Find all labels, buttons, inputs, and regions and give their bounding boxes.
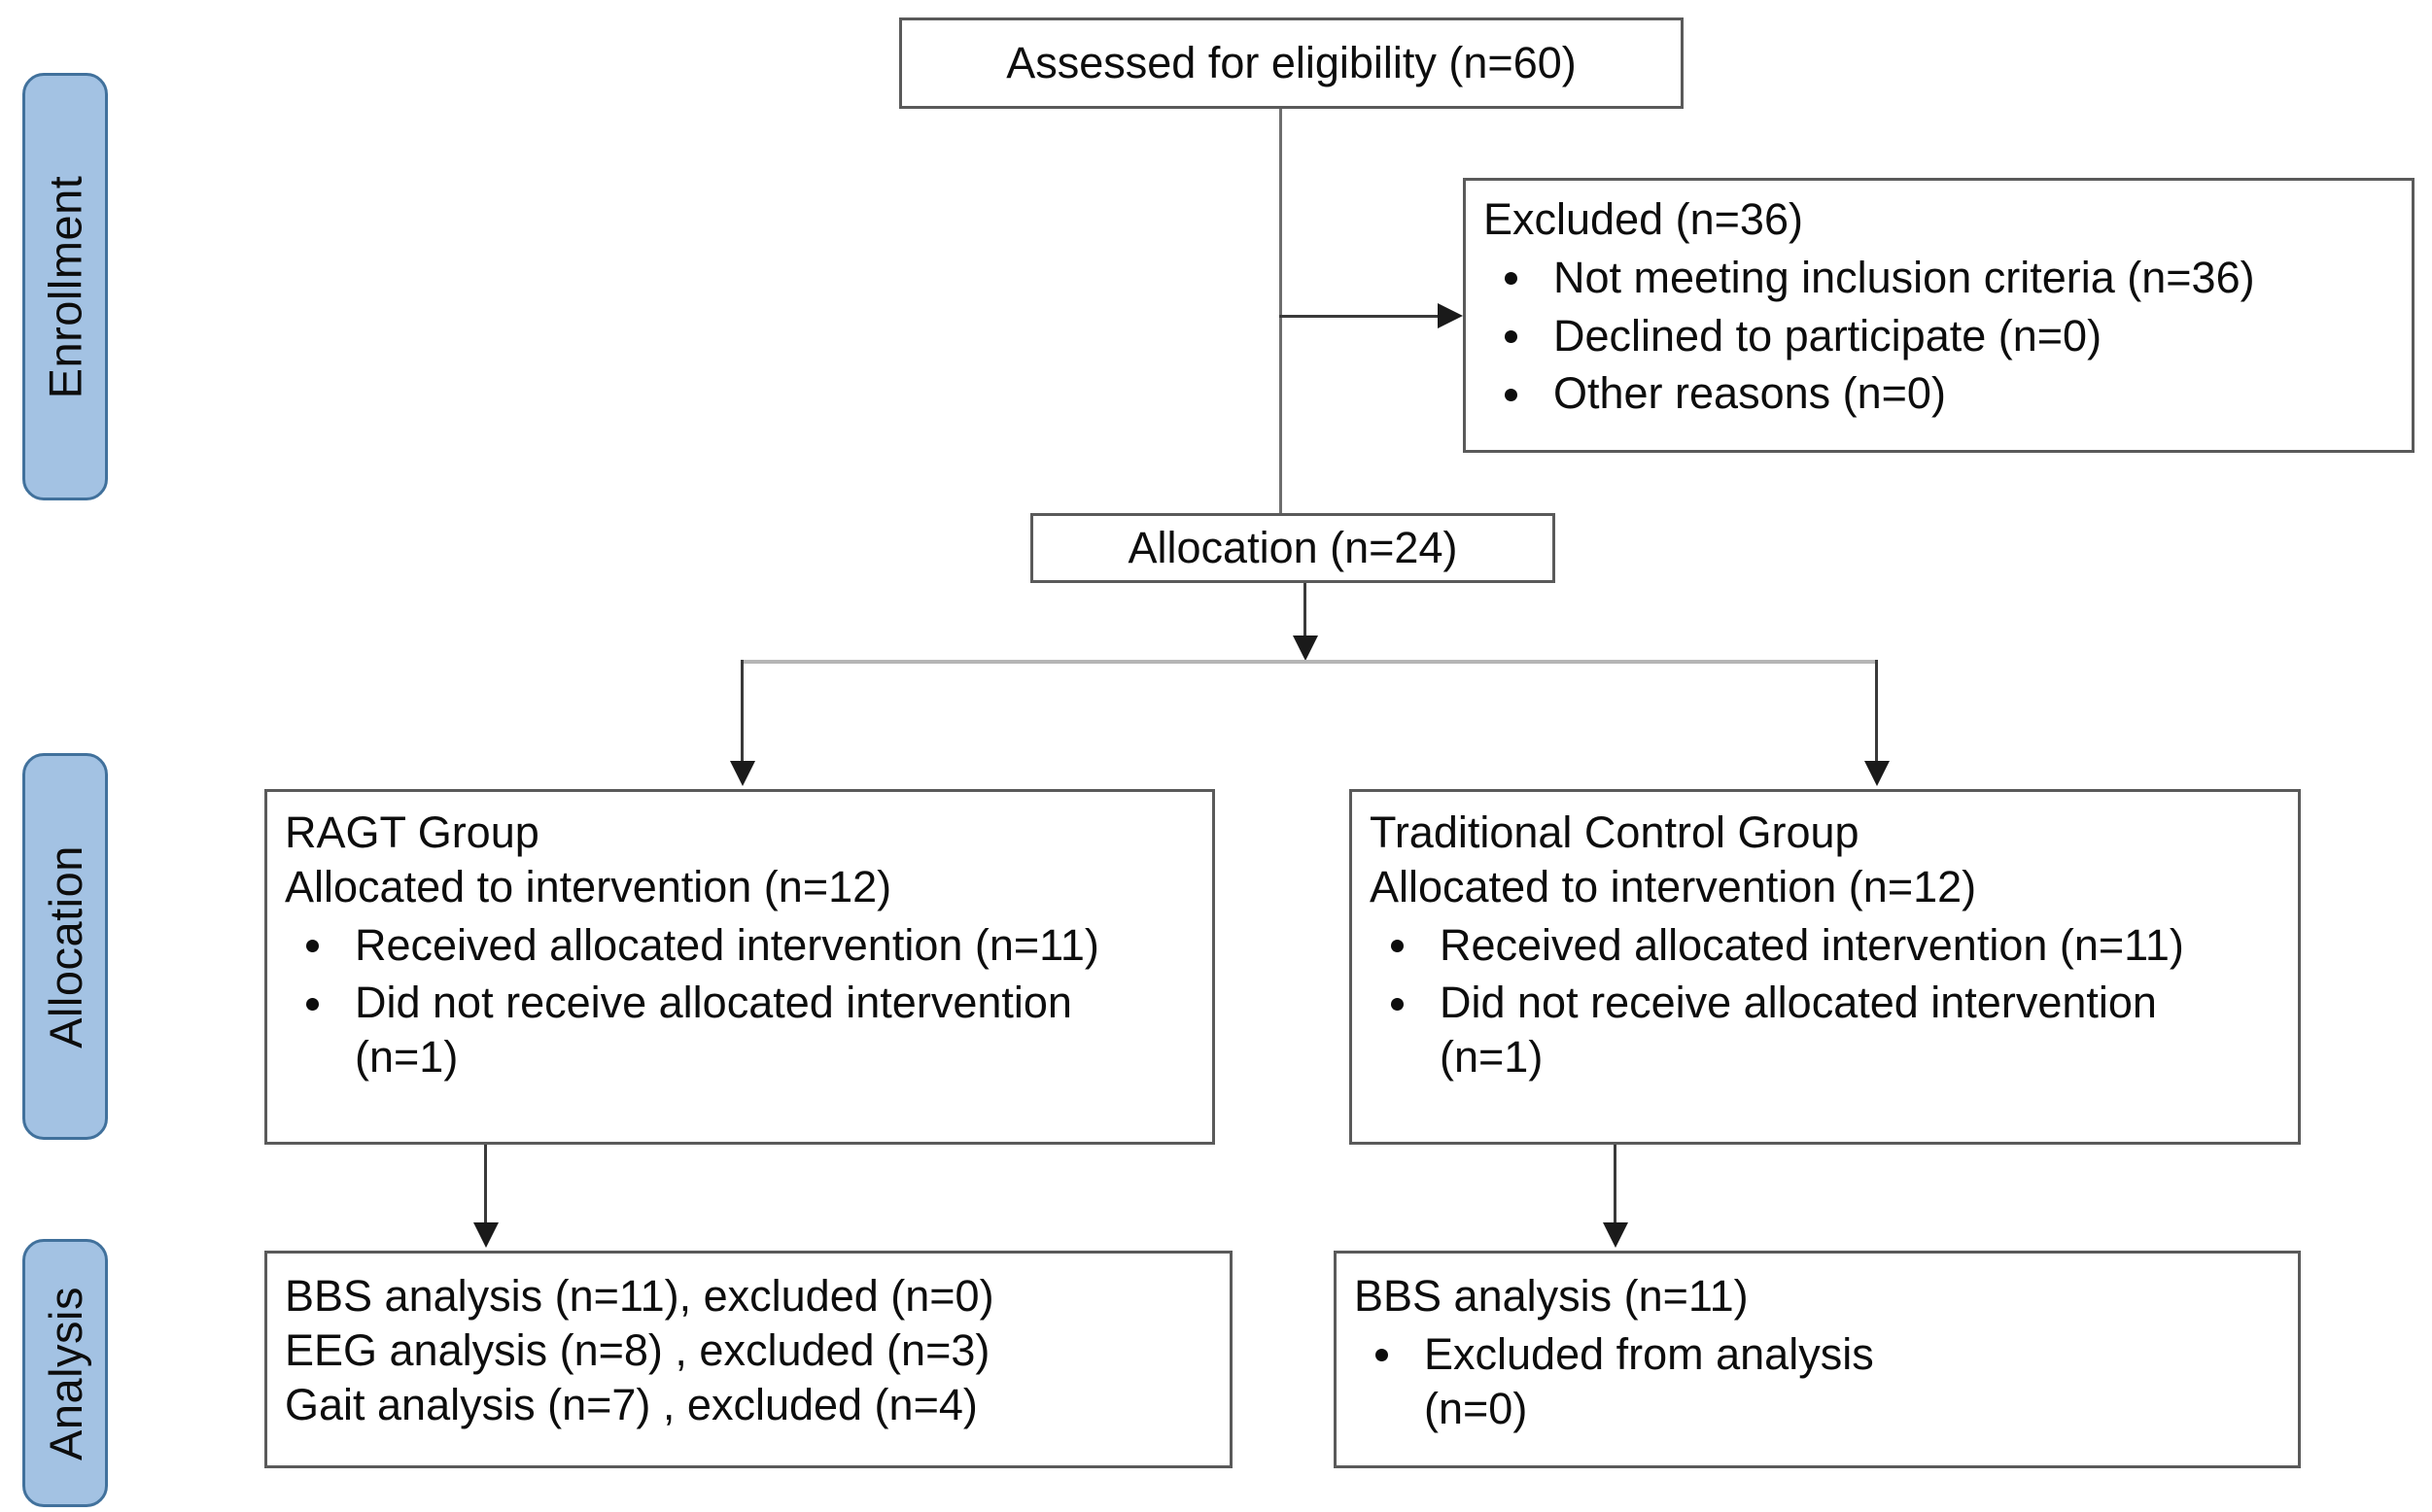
stage-tab-enrollment-label: Enrollment <box>39 175 91 398</box>
list-item: Received allocated intervention (n=11) <box>1370 918 2280 973</box>
connector-excluded-arrowhead <box>1438 303 1463 328</box>
box-allocation-total: Allocation (n=24) <box>1030 513 1555 583</box>
box-traditional-control-group: Traditional Control Group Allocated to i… <box>1349 789 2301 1145</box>
bullet-dot-icon <box>1391 940 1404 953</box>
list-item: Did not receive allocated intervention (… <box>285 976 1195 1084</box>
control-analysis-item-text: Excluded from analysis <box>1424 1328 1874 1379</box>
box-ragt-group: RAGT Group Allocated to intervention (n=… <box>264 789 1215 1145</box>
excluded-reason-text: Other reasons (n=0) <box>1553 368 1946 419</box>
control-group-item-continuation: (n=1) <box>1440 1032 1544 1082</box>
box-excluded: Excluded (n=36) Not meeting inclusion cr… <box>1463 178 2415 453</box>
connector-allocation-vertical <box>1303 583 1306 647</box>
excluded-heading: Excluded (n=36) <box>1483 194 1803 244</box>
list-item: Did not receive allocated intervention (… <box>1370 976 2280 1084</box>
ragt-analysis-line: Gait analysis (n=7) , excluded (n=4) <box>285 1379 978 1429</box>
stage-tab-allocation-label: Allocation <box>39 844 91 1048</box>
list-item: Not meeting inclusion criteria (n=36) <box>1483 251 2394 305</box>
list-item: Excluded from analysis (n=0) <box>1354 1327 2280 1436</box>
box-ragt-analysis: BBS analysis (n=11), excluded (n=0) EEG … <box>264 1251 1233 1468</box>
connector-fork-left-arrowhead <box>730 761 755 786</box>
ragt-group-item-text: Did not receive allocated intervention <box>355 978 1072 1028</box>
bullet-dot-icon <box>1505 272 1517 286</box>
connector-fork-horizontal <box>741 660 1878 664</box>
connector-right-allocation-to-analysis <box>1614 1145 1616 1230</box>
ragt-group-title: RAGT Group <box>285 808 539 857</box>
connector-left-allocation-to-analysis <box>484 1145 487 1230</box>
control-analysis-heading: BBS analysis (n=11) <box>1354 1271 1749 1321</box>
allocation-total-text: Allocation (n=24) <box>1128 522 1458 572</box>
bullet-dot-icon <box>306 940 319 953</box>
box-assessed-for-eligibility: Assessed for eligibility (n=60) <box>899 17 1684 109</box>
control-group-item-text: Did not receive allocated intervention <box>1440 978 2157 1028</box>
list-item: Declined to participate (n=0) <box>1483 309 2394 363</box>
connector-trunk-vertical <box>1279 109 1282 515</box>
control-analysis-item-continuation: (n=0) <box>1424 1383 1528 1433</box>
control-group-title: Traditional Control Group <box>1370 808 1859 857</box>
ragt-analysis-line: EEG analysis (n=8) , excluded (n=3) <box>285 1324 990 1375</box>
excluded-reason-text: Not meeting inclusion criteria (n=36) <box>1553 252 2255 302</box>
excluded-reason-list: Not meeting inclusion criteria (n=36) De… <box>1483 251 2394 421</box>
ragt-group-item-text: Received allocated intervention (n=11) <box>355 919 1099 970</box>
connector-allocation-arrowhead <box>1293 636 1318 661</box>
list-item: Received allocated intervention (n=11) <box>285 918 1195 973</box>
connector-fork-right-vertical <box>1875 660 1878 767</box>
stage-tab-analysis-label: Analysis <box>39 1286 91 1460</box>
control-analysis-list: Excluded from analysis (n=0) <box>1354 1327 2280 1436</box>
excluded-reason-text: Declined to participate (n=0) <box>1553 310 2102 361</box>
connector-right-analysis-arrowhead <box>1603 1222 1628 1248</box>
control-group-list: Received allocated intervention (n=11) D… <box>1370 918 2280 1084</box>
bullet-dot-icon <box>306 997 319 1011</box>
control-group-item-text: Received allocated intervention (n=11) <box>1440 919 2184 970</box>
ragt-group-allocated: Allocated to intervention (n=12) <box>285 861 892 911</box>
stage-tab-analysis: Analysis <box>22 1239 108 1507</box>
stage-tab-allocation: Allocation <box>22 753 108 1140</box>
connector-fork-left-vertical <box>741 660 744 767</box>
ragt-analysis-line: BBS analysis (n=11), excluded (n=0) <box>285 1271 994 1321</box>
ragt-group-item-continuation: (n=1) <box>355 1032 459 1082</box>
bullet-dot-icon <box>1505 388 1517 401</box>
list-item: Other reasons (n=0) <box>1483 366 2394 421</box>
connector-left-analysis-arrowhead <box>473 1222 499 1248</box>
control-group-allocated: Allocated to intervention (n=12) <box>1370 861 1977 911</box>
bullet-dot-icon <box>1375 1349 1388 1362</box>
bullet-dot-icon <box>1505 330 1517 344</box>
box-control-analysis: BBS analysis (n=11) Excluded from analys… <box>1334 1251 2301 1468</box>
connector-fork-right-arrowhead <box>1864 761 1890 786</box>
bullet-dot-icon <box>1391 997 1404 1011</box>
assessed-for-eligibility-text: Assessed for eligibility (n=60) <box>1006 37 1577 87</box>
stage-tab-enrollment: Enrollment <box>22 73 108 500</box>
connector-excluded-horizontal <box>1279 315 1438 318</box>
ragt-group-list: Received allocated intervention (n=11) D… <box>285 918 1195 1084</box>
